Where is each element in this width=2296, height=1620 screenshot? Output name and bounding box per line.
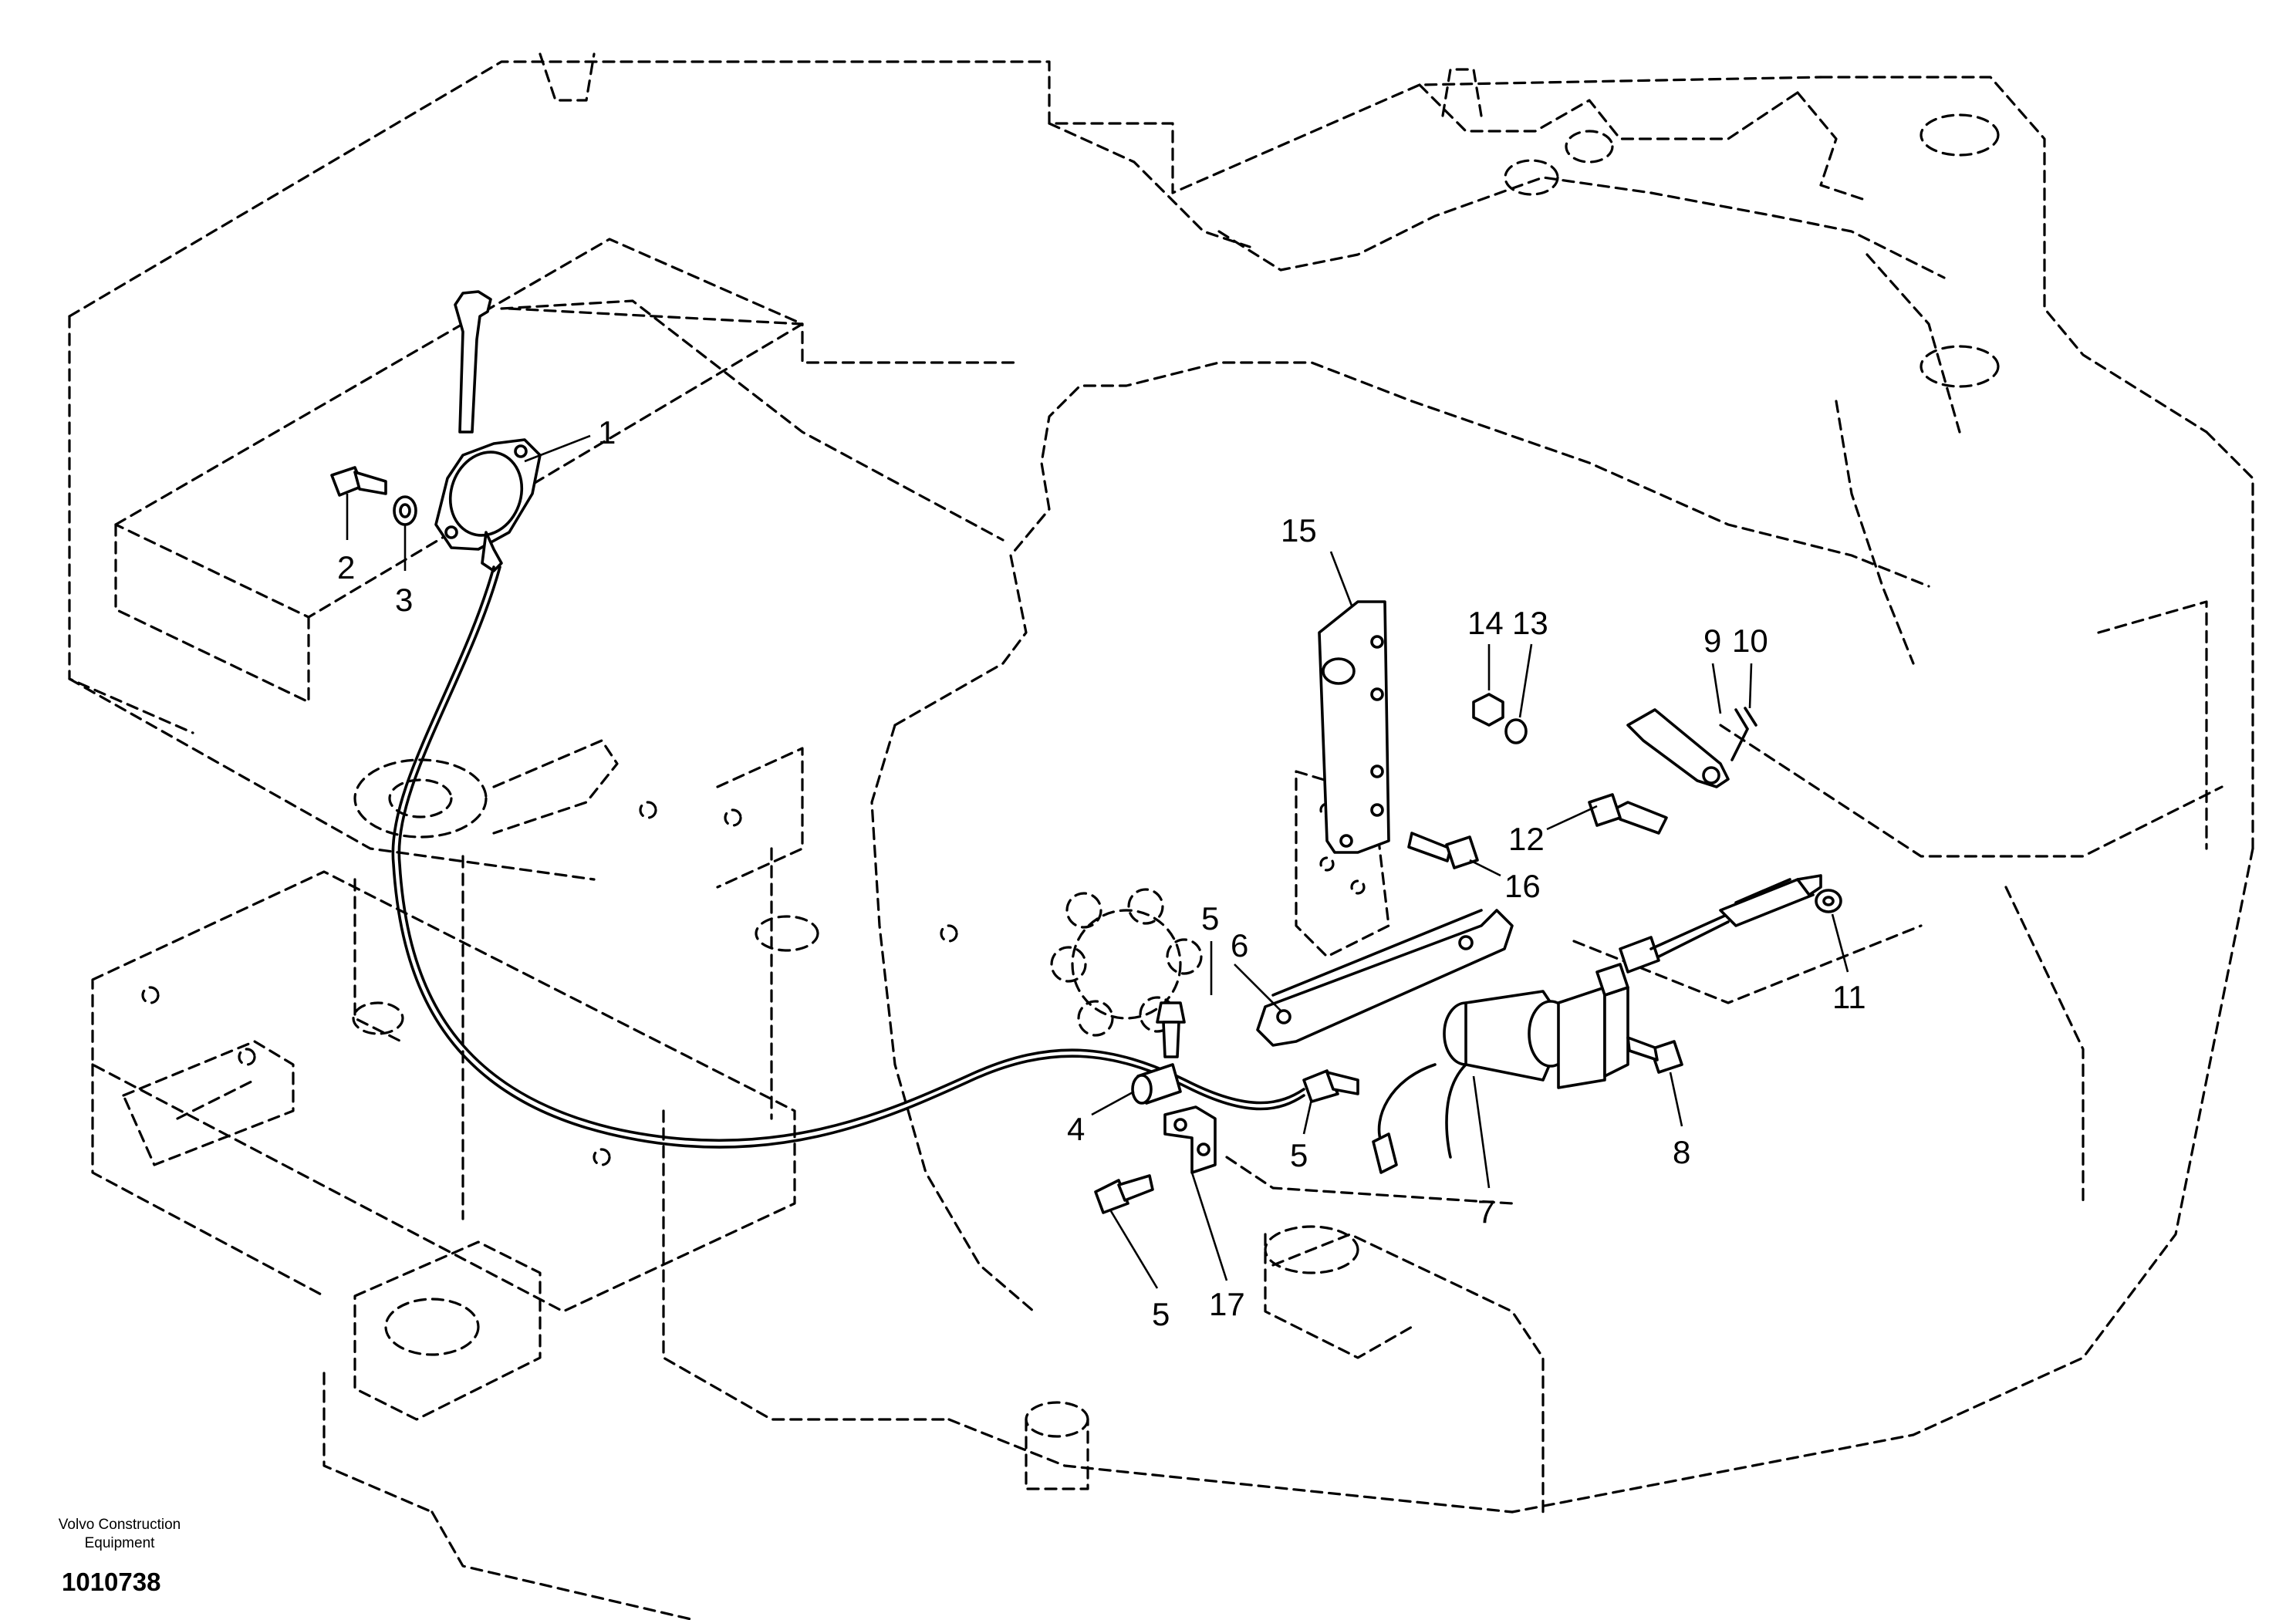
document-number: 1010738	[62, 1568, 161, 1596]
part-pin-10	[1730, 707, 1757, 761]
callout-10: 10	[1732, 623, 1768, 659]
part-nut-11	[1815, 889, 1842, 913]
callout-5-top: 5	[1201, 900, 1219, 937]
callout-9: 9	[1703, 623, 1721, 659]
part-cable-clamp-4	[1131, 1063, 1182, 1105]
callout-17: 17	[1209, 1286, 1245, 1322]
part-bolt-12	[1588, 793, 1668, 835]
brand-line-2: Equipment	[84, 1535, 155, 1551]
part-washer-3	[393, 495, 417, 526]
part-solenoid-7	[1372, 986, 1629, 1174]
callout-3: 3	[395, 582, 413, 618]
callout-1: 1	[598, 414, 616, 451]
part-bolt-5-top	[1156, 1001, 1186, 1058]
callout-12: 12	[1508, 821, 1545, 857]
callout-8: 8	[1673, 1134, 1690, 1170]
part-bracket-6	[1256, 909, 1514, 1047]
part-lever-9	[1626, 708, 1730, 788]
brand-line-1: Volvo Construction	[58, 1517, 181, 1533]
part-bracket-17	[1163, 1105, 1217, 1174]
callout-15: 15	[1281, 512, 1317, 548]
ghost-structure	[68, 52, 2254, 1620]
callout-6: 6	[1231, 927, 1248, 964]
part-bolt-5-bottom	[1094, 1174, 1154, 1214]
part-bolt-16	[1407, 832, 1479, 869]
callout-14: 14	[1467, 605, 1504, 641]
callout-labels: 1 2 3 4 5 5 5 6 7 8 9 10 11 12 13 14 15 …	[337, 414, 1866, 1332]
leader-lines	[346, 434, 1849, 1289]
callout-5-bottom: 5	[1152, 1296, 1170, 1332]
part-bolt-5-mid	[1302, 1069, 1359, 1103]
part-bolt-8	[1626, 1036, 1683, 1074]
callout-7: 7	[1477, 1193, 1495, 1230]
callout-4: 4	[1067, 1111, 1085, 1147]
part-control-lever	[434, 290, 542, 572]
part-bolt-2	[330, 466, 387, 497]
callout-11: 11	[1832, 979, 1866, 1015]
manufacturer-label: Volvo Construction Equipment	[31, 1516, 208, 1553]
part-washer-13	[1504, 718, 1528, 744]
callout-16: 16	[1504, 868, 1541, 904]
callout-13: 13	[1512, 605, 1548, 641]
part-plate-15	[1318, 600, 1390, 854]
callout-5-mid: 5	[1290, 1137, 1308, 1173]
callout-2: 2	[337, 549, 355, 586]
part-cable-end	[1595, 874, 1822, 997]
part-control-cable	[391, 565, 1305, 1149]
part-nut-14	[1472, 693, 1504, 727]
